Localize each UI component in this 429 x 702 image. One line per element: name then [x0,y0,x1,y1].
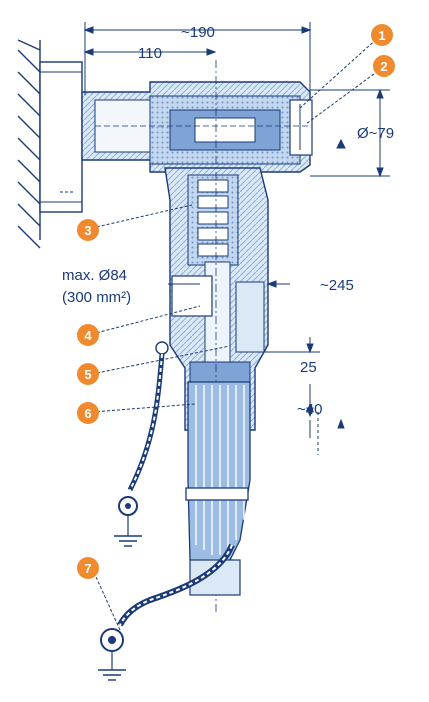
callout-1-label: 1 [378,28,385,43]
callout-5-label: 5 [84,367,91,382]
ground-symbol-lower [98,669,126,681]
dimension-stub-b: ~40 [297,401,322,418]
callout-7: 7 [77,557,99,579]
earth-lead-upper [118,341,169,536]
callout-2-label: 2 [380,59,387,74]
callout-6: 6 [77,402,99,424]
callout-6-label: 6 [84,406,91,421]
dimension-lines [83,22,390,455]
callout-5: 5 [77,363,99,385]
connector-body [164,60,269,612]
dimension-total-length: ~190 [181,24,215,41]
wall-hatching [17,39,41,249]
dimension-cable-size: (300 mm²) [62,289,131,306]
leader-lines [91,35,383,631]
callout-1: 1 [371,24,393,46]
earth-lead-lower [100,543,235,670]
dimension-bushing-length: 110 [138,45,162,62]
callout-7-label: 7 [84,561,91,576]
dimension-cable-diameter: max. Ø84 [62,267,127,284]
dimension-stub-a: 25 [300,359,317,376]
callout-3-label: 3 [84,223,91,238]
mounting-flange [39,61,83,213]
dimension-head-diameter: Ø~79 [357,125,394,142]
callout-3: 3 [77,219,99,241]
callout-4: 4 [77,324,99,346]
bushing [81,81,313,173]
ground-symbol-upper [114,535,142,547]
cable-bundle [185,381,251,596]
callout-2: 2 [373,55,395,77]
dimension-overall-height: ~245 [320,277,354,294]
callout-4-label: 4 [84,328,92,343]
